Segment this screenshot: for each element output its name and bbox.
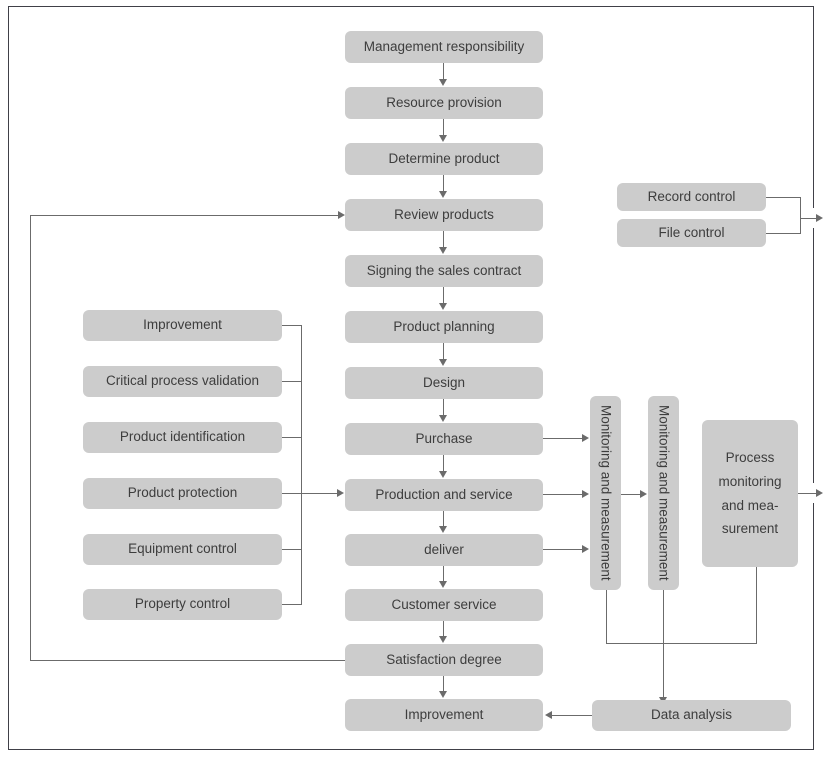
node-improvement[interactable]: Improvement (83, 310, 282, 341)
stub-file-control (766, 233, 801, 234)
connector-monitoring2-to-data-analysis (663, 590, 664, 698)
arrowhead-design-to-purchase (439, 415, 447, 422)
node-satisfaction-degree[interactable]: Satisfaction degree (345, 644, 543, 676)
connector-purchase-to-monitoring (543, 438, 582, 439)
node-design[interactable]: Design (345, 367, 543, 399)
feedback-loop-top (30, 215, 338, 216)
arrowhead-monitoring1-to-monitoring2 (640, 490, 647, 498)
node-property-control[interactable]: Property control (83, 589, 282, 620)
connector-customer-service-to-satisfaction (443, 621, 444, 637)
connector-production-to-monitoring (543, 494, 582, 495)
node-data-analysis[interactable]: Data analysis (592, 700, 791, 731)
stub-property-control (282, 604, 301, 605)
connector-signing-to-planning (443, 287, 444, 304)
arrowhead-signing-to-planning (439, 303, 447, 310)
node-record-control[interactable]: Record control (617, 183, 766, 211)
connector-review-to-signing (443, 231, 444, 248)
arrowhead-planning-to-design (439, 359, 447, 366)
connector-purchase-to-production (443, 455, 444, 472)
arrowhead-review-to-signing (439, 247, 447, 254)
node-process-monitoring-and-measurement[interactable]: Process monitoring and mea- surement (702, 420, 798, 567)
connector-production-to-deliver (443, 511, 444, 527)
drop-monitoring1-to-bus (606, 590, 607, 643)
node-critical-process-validation[interactable]: Critical process validation (83, 366, 282, 397)
connector-determine-to-review (443, 175, 444, 192)
arrowhead-deliver-to-customer-service (439, 581, 447, 588)
process-monitoring-line-4: surement (721, 521, 779, 537)
connector-deliver-to-monitoring (543, 549, 582, 550)
arrowhead-management-to-resource (439, 79, 447, 86)
arrowhead-production-to-monitoring (582, 490, 589, 498)
arrowhead-data-analysis-to-improvement (545, 711, 552, 719)
node-monitoring-and-measurement-2[interactable]: Monitoring and measurement (648, 396, 679, 590)
support-bus-vertical (301, 325, 302, 605)
feedback-loop-bottom (30, 660, 345, 661)
stub-equipment-control (282, 549, 301, 550)
stub-record-control (766, 197, 801, 198)
arrowhead-support-bus-to-production (337, 489, 344, 497)
drop-process-monitoring-to-bus (756, 567, 757, 643)
connector-monitoring1-to-monitoring2 (621, 494, 640, 495)
arrowhead-determine-to-review (439, 191, 447, 198)
node-improvement-main[interactable]: Improvement (345, 699, 543, 731)
document-control-bus (800, 197, 801, 233)
arrowhead-purchase-to-monitoring (582, 434, 589, 442)
stub-product-identification (282, 437, 301, 438)
node-production-and-service[interactable]: Production and service (345, 479, 543, 511)
arrowhead-purchase-to-production (439, 471, 447, 478)
arrowhead-process-monitoring-exit (816, 489, 823, 497)
connector-planning-to-design (443, 343, 444, 360)
node-equipment-control[interactable]: Equipment control (83, 534, 282, 565)
node-product-planning[interactable]: Product planning (345, 311, 543, 343)
node-resource-provision[interactable]: Resource provision (345, 87, 543, 119)
connector-resource-to-determine (443, 119, 444, 136)
process-monitoring-line-2: monitoring (718, 473, 782, 489)
process-monitoring-line-1: Process (725, 450, 775, 466)
process-monitoring-exit (798, 493, 820, 494)
arrowhead-resource-to-determine (439, 135, 447, 142)
support-bus-to-production (301, 493, 337, 494)
arrowhead-deliver-to-monitoring (582, 545, 589, 553)
node-deliver[interactable]: deliver (345, 534, 543, 566)
connector-data-analysis-to-improvement (552, 715, 592, 716)
connector-design-to-purchase (443, 399, 444, 416)
node-file-control[interactable]: File control (617, 219, 766, 247)
connector-deliver-to-customer-service (443, 566, 444, 582)
arrowhead-feedback-to-review-products (338, 211, 345, 219)
stub-product-protection (282, 493, 301, 494)
node-product-identification[interactable]: Product identification (83, 422, 282, 453)
data-collection-bus (606, 643, 757, 644)
feedback-loop-left (30, 215, 31, 660)
stub-improvement (282, 325, 301, 326)
arrowhead-customer-service-to-satisfaction (439, 636, 447, 643)
stub-critical-process-validation (282, 381, 301, 382)
node-determine-product[interactable]: Determine product (345, 143, 543, 175)
connector-satisfaction-to-improvement (443, 676, 444, 692)
node-purchase[interactable]: Purchase (345, 423, 543, 455)
node-monitoring-and-measurement-1[interactable]: Monitoring and measurement (590, 396, 621, 590)
node-signing-the-sales-contract[interactable]: Signing the sales contract (345, 255, 543, 287)
document-control-exit (800, 218, 820, 219)
arrowhead-document-control-exit (816, 214, 823, 222)
arrowhead-production-to-deliver (439, 526, 447, 533)
process-monitoring-line-3: and mea- (721, 497, 779, 513)
node-review-products[interactable]: Review products (345, 199, 543, 231)
node-management-responsibility[interactable]: Management responsibility (345, 31, 543, 63)
node-product-protection[interactable]: Product protection (83, 478, 282, 509)
arrowhead-satisfaction-to-improvement (439, 691, 447, 698)
connector-management-to-resource (443, 63, 444, 80)
node-customer-service[interactable]: Customer service (345, 589, 543, 621)
